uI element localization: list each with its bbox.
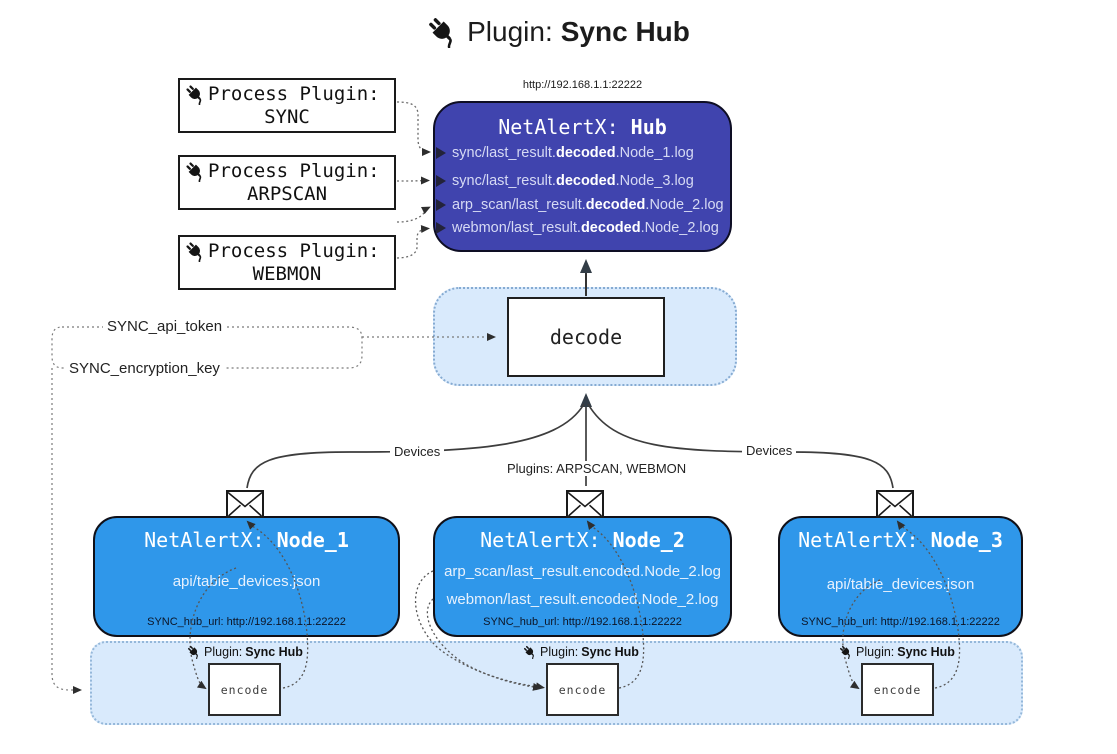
plugin-to-hub-connectors bbox=[396, 101, 431, 259]
plug-icon bbox=[523, 645, 537, 659]
hub-log-entry: sync/last_result.decoded.Node_3.log bbox=[436, 173, 728, 189]
node-file: api/table_devices.json bbox=[172, 573, 321, 590]
arrow-right-icon bbox=[436, 175, 446, 187]
node-file: arp_scan/last_result.encoded.Node_2.log bbox=[444, 563, 721, 580]
hub-log-entry: webmon/last_result.decoded.Node_2.log bbox=[436, 220, 728, 236]
encode-box: encode bbox=[861, 663, 934, 716]
node-title: NetAlertX: Node_1 bbox=[144, 528, 349, 552]
hub-title-name: Hub bbox=[630, 115, 667, 139]
process-plugin-arpscan: Process Plugin: ARPSCAN bbox=[178, 155, 396, 210]
hub-log-entry: arp_scan/last_result.decoded.Node_2.log bbox=[436, 197, 728, 213]
hub-title-prefix: NetAlertX: bbox=[498, 115, 619, 139]
envelope-icon bbox=[876, 490, 914, 518]
plug-icon bbox=[187, 645, 201, 659]
page-title: Plugin: Sync Hub bbox=[0, 16, 1117, 48]
plug-icon bbox=[839, 645, 853, 659]
node-hub-url: SYNC_hub_url: http://192.168.1.1:22222 bbox=[483, 616, 682, 628]
plug-icon bbox=[185, 161, 206, 182]
sync-api-token-label: SYNC_api_token bbox=[103, 318, 227, 335]
plug-icon bbox=[427, 16, 459, 48]
arrow-right-icon bbox=[436, 199, 446, 211]
process-plugin-name: WEBMON bbox=[252, 263, 322, 285]
hub-box: NetAlertX: Hub sync/last_result.decoded.… bbox=[433, 101, 732, 252]
hub-title: NetAlertX: Hub bbox=[435, 115, 730, 139]
encoder-label: Plugin: Sync Hub bbox=[839, 645, 955, 659]
envelope-icon bbox=[226, 490, 264, 518]
encoder-label: Plugin: Sync Hub bbox=[523, 645, 639, 659]
process-plugin-label: Process Plugin: bbox=[208, 83, 380, 105]
process-plugin-label: Process Plugin: bbox=[208, 160, 380, 182]
process-plugin-label: Process Plugin: bbox=[208, 240, 380, 262]
node-file: api/table_devices.json bbox=[826, 576, 975, 593]
node-1-box: NetAlertX: Node_1 api/table_devices.json… bbox=[93, 516, 400, 637]
title-prefix: Plugin: bbox=[467, 16, 553, 47]
node-title: NetAlertX: Node_3 bbox=[798, 528, 1003, 552]
decode-box: decode bbox=[507, 297, 665, 377]
sync-encryption-key-label: SYNC_encryption_key bbox=[65, 360, 224, 377]
title-name: Sync Hub bbox=[560, 16, 690, 47]
hub-log-entry: sync/last_result.decoded.Node_1.log bbox=[436, 145, 728, 161]
node-title: NetAlertX: Node_2 bbox=[480, 528, 685, 552]
encode-box: encode bbox=[546, 663, 619, 716]
devices-left-label: Devices bbox=[390, 444, 445, 459]
process-plugin-name: SYNC bbox=[264, 106, 310, 128]
devices-right-label: Devices bbox=[742, 443, 797, 458]
node-hub-url: SYNC_hub_url: http://192.168.1.1:22222 bbox=[801, 616, 1000, 628]
hub-url: http://192.168.1.1:22222 bbox=[522, 79, 643, 91]
node-3-box: NetAlertX: Node_3 api/table_devices.json… bbox=[778, 516, 1023, 637]
plug-icon bbox=[185, 241, 206, 262]
arrow-right-icon bbox=[436, 147, 446, 159]
process-plugin-webmon: Process Plugin: WEBMON bbox=[178, 235, 396, 290]
encode-box: encode bbox=[208, 663, 281, 716]
node-hub-url: SYNC_hub_url: http://192.168.1.1:22222 bbox=[147, 616, 346, 628]
encoder-label: Plugin: Sync Hub bbox=[187, 645, 303, 659]
node-file: webmon/last_result.encoded.Node_2.log bbox=[446, 591, 719, 608]
process-plugin-name: ARPSCAN bbox=[246, 183, 328, 205]
plugins-center-label: Plugins: ARPSCAN, WEBMON bbox=[503, 461, 691, 476]
node-2-box: NetAlertX: Node_2 arp_scan/last_result.e… bbox=[433, 516, 732, 637]
process-plugin-sync: Process Plugin: SYNC bbox=[178, 78, 396, 133]
plug-icon bbox=[185, 84, 206, 105]
arrow-right-icon bbox=[436, 222, 446, 234]
envelope-icon bbox=[566, 490, 604, 518]
